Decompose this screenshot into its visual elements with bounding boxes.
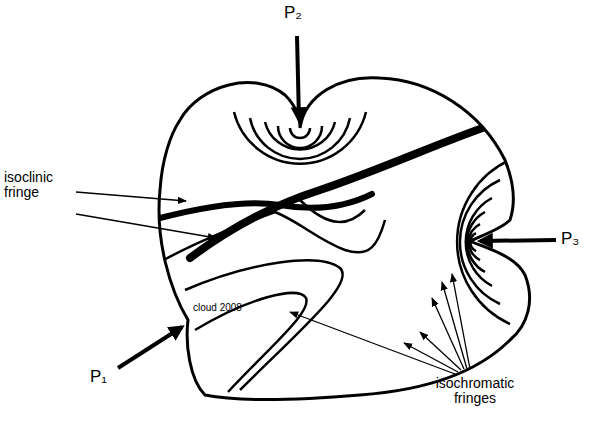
load-label: P₁ [90,368,120,387]
watermark: cloud 2008 [193,302,263,313]
fringe-label: isochromatic fringes [420,376,530,407]
fringe-label: isoclinic fringe [4,170,76,201]
fringe-pattern [160,112,510,392]
load-arrow [118,36,556,368]
leader-line [76,192,470,374]
load-label: P₃ [561,230,591,249]
specimen-outline [159,78,530,400]
load-label: P₂ [284,4,324,23]
